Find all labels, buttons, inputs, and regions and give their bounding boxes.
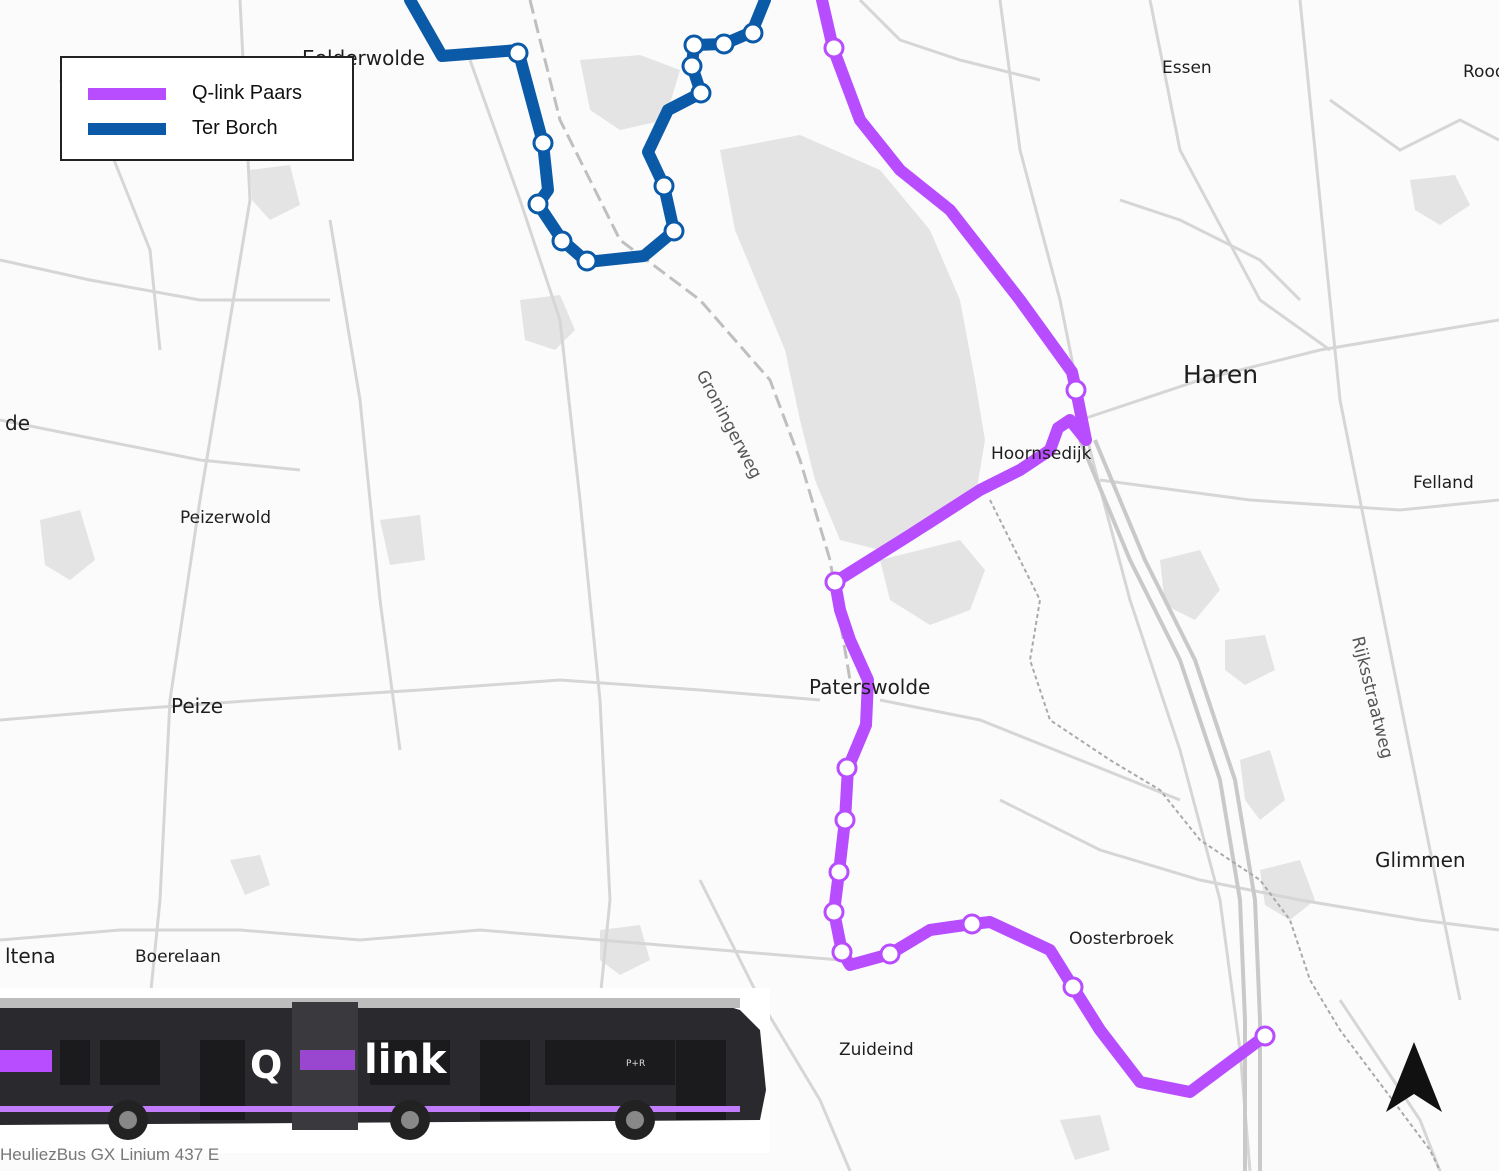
place-label-oosterbroek: Oosterbroek	[1069, 929, 1174, 949]
legend-item-ter-borch: Ter Borch	[88, 117, 278, 140]
bus-purple-stripe	[0, 1050, 52, 1072]
stop-circle-icon[interactable]	[1062, 976, 1084, 998]
place-label-peize: Peize	[171, 694, 223, 718]
bus-q-logo: Q	[250, 1043, 282, 1087]
stop-circle-icon[interactable]	[836, 757, 858, 779]
stop-circle-icon[interactable]	[690, 82, 712, 104]
bus-roof-line	[0, 998, 740, 1008]
stop-circle-icon[interactable]	[507, 42, 529, 64]
bus-windows	[60, 1040, 726, 1120]
stops-ter-borch	[507, 22, 764, 272]
stop-circle-icon[interactable]	[663, 220, 685, 242]
place-label-essen: Essen	[1162, 58, 1212, 78]
urban-areas	[40, 55, 1470, 1160]
route-q-link-paars	[816, 0, 1271, 1098]
stop-circle-icon[interactable]	[1065, 379, 1087, 401]
bus-lower-stripe	[0, 1106, 740, 1112]
stop-circle-icon[interactable]	[576, 250, 598, 272]
motorway	[1078, 439, 1262, 1171]
legend-item-q-link-paars: Q-link Paars	[88, 82, 302, 105]
bus-purple-band	[300, 1050, 355, 1070]
stops-q-link-paars	[823, 37, 1276, 1047]
map-legend: Q-link Paars Ter Borch	[60, 56, 354, 161]
railway	[528, 0, 852, 681]
stop-circle-icon[interactable]	[551, 230, 573, 252]
legend-swatch-purple	[88, 87, 166, 100]
bus-caption: HeuliezBus GX Linium 437 E	[0, 1145, 220, 1164]
stop-circle-icon[interactable]	[961, 913, 983, 935]
place-label-glimmen: Glimmen	[1375, 848, 1466, 872]
place-label-felland: Felland	[1413, 473, 1474, 493]
bus-link-logo: link	[364, 1037, 448, 1083]
stop-circle-icon[interactable]	[834, 809, 856, 831]
stop-circle-icon[interactable]	[828, 861, 850, 883]
stop-circle-icon[interactable]	[742, 22, 764, 44]
place-label-boerelaan: Boerelaan	[135, 947, 221, 967]
boundary-line	[989, 499, 1441, 1171]
stop-circle-icon[interactable]	[683, 34, 705, 56]
place-label-peizerwold: Peizerwold	[180, 508, 271, 528]
stop-circle-icon[interactable]	[831, 941, 853, 963]
place-labels: Eelderwolde Essen Rood Haren Hoornsedijk…	[5, 46, 1499, 1060]
stop-circle-icon[interactable]	[823, 37, 845, 59]
legend-swatch-blue	[88, 122, 166, 135]
north-arrow-icon	[1386, 1042, 1442, 1112]
place-label-hoornsedijk: Hoornsedijk	[991, 444, 1092, 464]
stop-circle-icon[interactable]	[653, 175, 675, 197]
place-label-paterswolde: Paterswolde	[809, 675, 930, 699]
legend-label: Ter Borch	[192, 117, 278, 139]
bus-illustration: Q link P+R	[0, 988, 770, 1153]
legend-label: Q-link Paars	[192, 82, 303, 104]
stop-circle-icon[interactable]	[713, 33, 735, 55]
place-label-haren: Haren	[1183, 360, 1258, 389]
place-label-de: de	[5, 411, 30, 435]
stop-circle-icon[interactable]	[1254, 1025, 1276, 1047]
stop-circle-icon[interactable]	[824, 571, 846, 593]
stop-circle-icon[interactable]	[823, 901, 845, 923]
place-label-altena: ltena	[5, 944, 56, 968]
place-label-zuideind: Zuideind	[839, 1040, 914, 1060]
stop-circle-icon[interactable]	[532, 132, 554, 154]
stop-circle-icon[interactable]	[681, 55, 703, 77]
bus-wheels	[108, 1100, 655, 1140]
place-label-rood: Rood	[1463, 62, 1499, 82]
bus-pr-sign: P+R	[626, 1059, 645, 1069]
stop-circle-icon[interactable]	[527, 193, 549, 215]
stop-circle-icon[interactable]	[879, 943, 901, 965]
